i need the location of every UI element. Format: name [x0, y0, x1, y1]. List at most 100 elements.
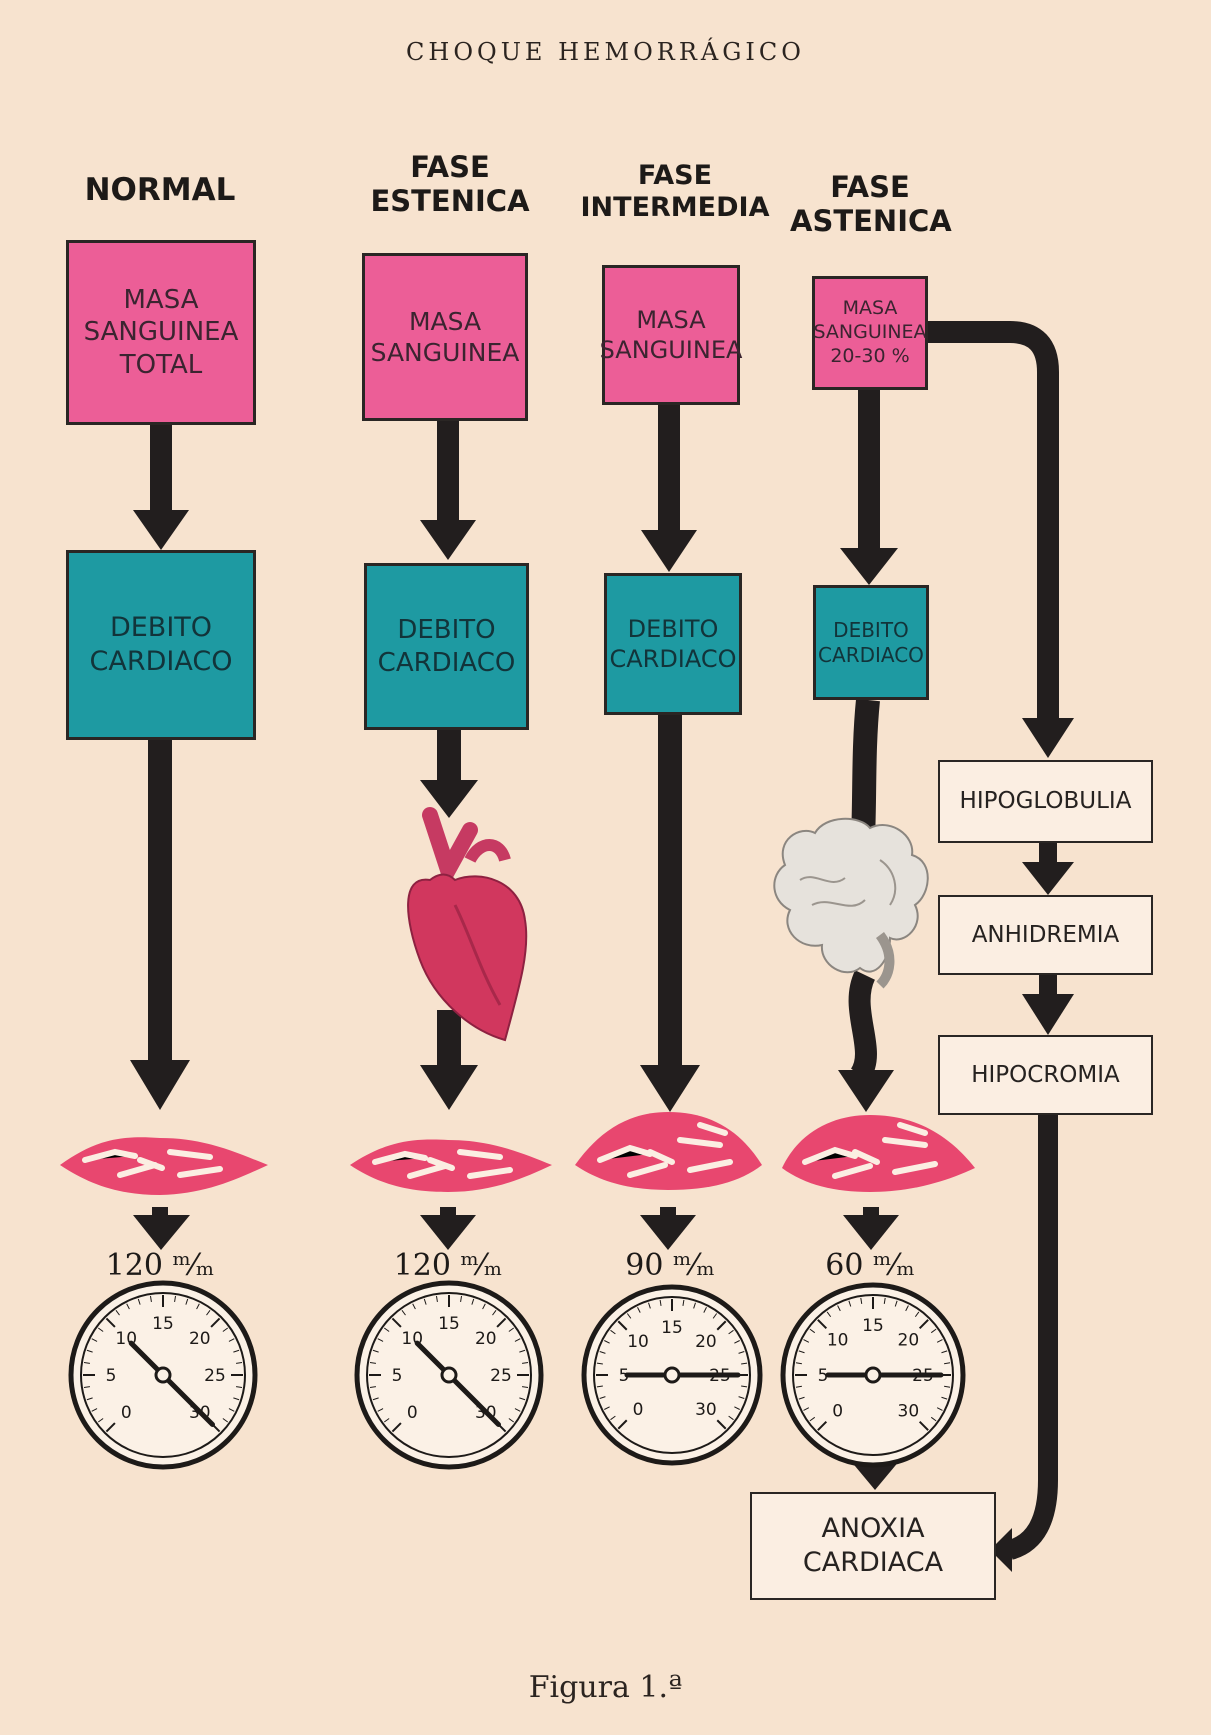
masa-box-estenica: MASA SANGUINEA	[362, 253, 528, 421]
gauge-tick	[918, 1319, 929, 1330]
gauge-tick	[798, 1350, 805, 1354]
gauge-tick	[105, 1317, 116, 1328]
gauge-tick	[210, 1317, 221, 1328]
gauge-tick	[617, 1320, 628, 1331]
tissue-astenica	[782, 1115, 975, 1192]
gauge-tick	[905, 1305, 909, 1312]
gauge-tick	[930, 1328, 937, 1334]
debito-box-normal: DEBITO CARDIACO	[66, 550, 256, 740]
gauge-tick	[372, 1349, 379, 1353]
gauge-tick	[941, 1396, 948, 1400]
gauge-tick	[604, 1406, 610, 1410]
gauge-tick-label: 25	[490, 1366, 512, 1386]
gauge-tick	[734, 1340, 740, 1344]
gauge-tick	[91, 1408, 98, 1412]
pressure-label-estenica: 120 ᵐ⁄ₘ	[393, 1248, 503, 1283]
gauge-tick	[648, 1302, 651, 1309]
gauge-tick	[894, 1300, 898, 1307]
debito-box-astenica: DEBITO CARDIACO	[813, 585, 929, 700]
gauge-tick	[604, 1340, 610, 1344]
gauge-tick	[918, 1420, 929, 1431]
arrow-normal-masa-to-debito	[133, 425, 189, 550]
gauge-tick	[637, 1307, 641, 1313]
gauge-tick	[522, 1361, 529, 1364]
gauge-tick	[848, 1300, 852, 1307]
gauge-tick	[610, 1415, 616, 1421]
gauge-tick	[883, 1297, 886, 1304]
gauge-tick-label: 0	[832, 1401, 843, 1421]
gauge-tick	[809, 1416, 816, 1422]
gauge-tick	[914, 1311, 920, 1318]
arrow-normal-debito-to-tissue	[130, 740, 190, 1110]
gauge-tick-label: 25	[204, 1366, 226, 1386]
arrow-intermedia-masa-to-debito	[641, 405, 697, 572]
gauge-tick-label: 0	[121, 1403, 132, 1423]
pressure-label-intermedia: 90 ᵐ⁄ₘ	[625, 1248, 715, 1283]
gauge-tick	[482, 1303, 486, 1310]
gauge-tick	[837, 1305, 841, 1312]
tissue-intermedia	[575, 1112, 762, 1190]
gauge-tick	[728, 1415, 734, 1421]
gauge-tick-label: 20	[898, 1331, 920, 1351]
gauge-tick	[228, 1338, 235, 1342]
gauge-tick	[944, 1362, 951, 1365]
tissue-normal	[60, 1137, 268, 1195]
figure-caption: Figura 1.ª	[528, 1670, 683, 1705]
gauge-tick-label: 0	[633, 1400, 644, 1420]
gauge-tick-label: 30	[898, 1401, 920, 1421]
gauge-tick	[508, 1418, 515, 1423]
arrow-hipoglobulia-to-anhidremia	[1022, 843, 1074, 895]
gauge-tick	[803, 1339, 810, 1343]
masa-box-intermedia: MASA SANGUINEA	[600, 265, 742, 405]
gauge-tick	[738, 1351, 745, 1354]
gauge-tick	[233, 1397, 240, 1401]
gauge-tick	[460, 1295, 463, 1302]
gauge-tick-label: 5	[619, 1366, 630, 1386]
gauge-normal: 051015202530	[68, 1280, 258, 1470]
gauge-tick-label: 20	[189, 1329, 211, 1349]
masa-box-astenica: MASA SANGUINEA 20-30 %	[812, 276, 928, 390]
gauge-tick	[391, 1317, 402, 1328]
gauge-tick	[941, 1350, 948, 1354]
hipocromia-box: HIPOCROMIA	[938, 1035, 1153, 1115]
gauge-tick	[372, 1397, 379, 1401]
gauge-tick	[738, 1396, 745, 1399]
gauge-tick	[149, 1295, 152, 1302]
gauge-tick-label: 10	[627, 1332, 649, 1352]
gauge-tick	[126, 1303, 130, 1310]
gauge-tick	[423, 1298, 427, 1305]
gauge-tick	[228, 1408, 235, 1412]
gauge-tick	[206, 1309, 211, 1316]
gauge-tick	[236, 1361, 243, 1364]
gauge-tick-label: 15	[438, 1314, 460, 1334]
gauge-tick	[712, 1313, 718, 1319]
gauge-tick	[817, 1319, 828, 1330]
gauge-tick	[236, 1386, 243, 1389]
gauge-tick	[596, 1385, 603, 1388]
gauge-tick	[377, 1408, 384, 1412]
gauge-tick	[809, 1328, 816, 1334]
gauge-tick	[83, 1386, 90, 1389]
gauge-tick	[514, 1338, 521, 1342]
brain-illustration	[773, 817, 929, 989]
hipoglobulia-box: HIPOGLOBULIA	[938, 760, 1153, 843]
phase-title-intermedia: FASE INTERMEDIA	[580, 160, 770, 223]
gauge-tick	[944, 1385, 951, 1388]
gauge-tick	[741, 1362, 748, 1365]
gauge-tick	[703, 1307, 707, 1313]
pressure-gauges: 0510152025300510152025300510152025300510…	[68, 1280, 966, 1470]
gauge-tick	[412, 1303, 416, 1310]
gauge-tick	[383, 1418, 390, 1423]
gauge-tick	[185, 1298, 189, 1305]
gauge-tick	[508, 1327, 515, 1332]
gauge-astenica: 051015202530	[780, 1282, 966, 1468]
debito-box-estenica: DEBITO CARDIACO	[364, 563, 529, 730]
phase-title-estenica: FASE ESTENICA	[370, 150, 530, 219]
gauge-tick	[682, 1299, 685, 1306]
arrow-intermedia-tissue-to-gauge	[640, 1207, 696, 1250]
gauge-tick	[728, 1329, 734, 1335]
gauge-tick	[105, 1422, 116, 1433]
gauge-tick	[86, 1397, 93, 1401]
gauge-tick	[936, 1407, 943, 1411]
gauge-tick	[435, 1295, 438, 1302]
